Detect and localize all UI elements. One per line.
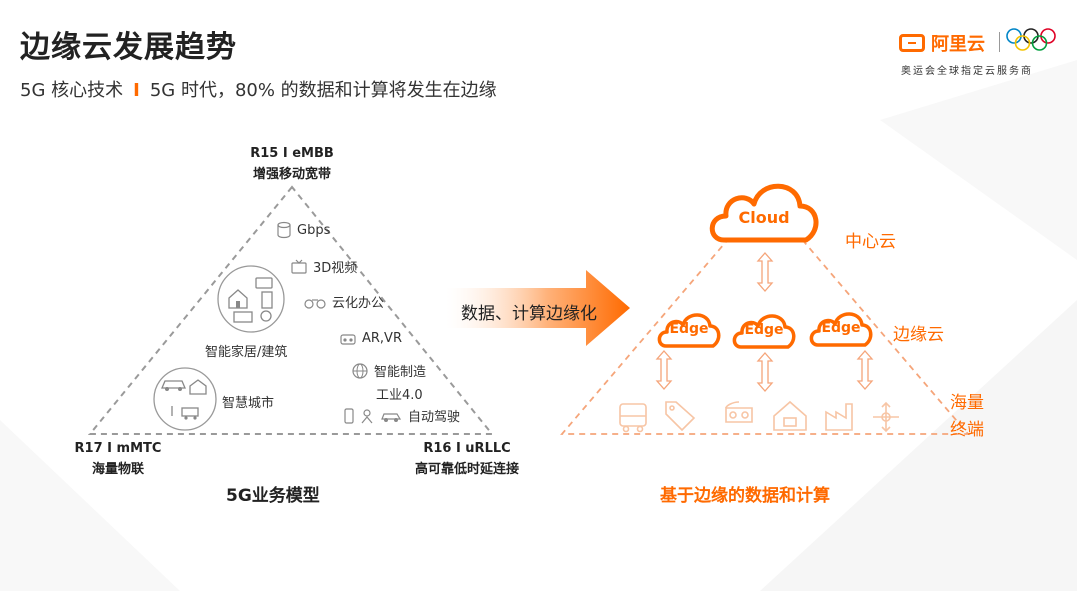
drone-icon xyxy=(873,401,899,433)
house-icon xyxy=(773,400,807,431)
feature-3d-video-label: 3D视频 xyxy=(313,261,358,276)
edge-label-3: Edge xyxy=(821,320,861,336)
feature-gbps-label: Gbps xyxy=(297,222,331,238)
edge-side-label: 边缘云 xyxy=(893,325,944,345)
subtitle-right: 5G 时代，80% 的数据和计算将发生在边缘 xyxy=(149,80,497,101)
logo-divider xyxy=(999,32,1000,52)
feature-cloud-office-label: 云化办公 xyxy=(332,296,385,311)
page-subtitle: 5G 核心技术 I 5G 时代，80% 的数据和计算将发生在边缘 xyxy=(20,76,497,102)
feature-cloud-office: 云化办公 xyxy=(304,292,384,311)
edge-label-1: Edge xyxy=(669,321,709,337)
feature-3d-video: 3D视频 xyxy=(291,257,357,276)
logo-brand: 阿里云 xyxy=(899,30,985,56)
left-diagram-caption: 5G业务模型 xyxy=(226,486,320,506)
aliyun-logo: 阿里云 奥运会全球指定云服务商 xyxy=(899,28,1059,78)
smart-home-label: 智能家居/建筑 xyxy=(205,345,288,360)
subtitle-left: 5G 核心技术 xyxy=(20,80,124,101)
office-icon xyxy=(304,298,326,309)
subtitle-separator: I xyxy=(133,80,140,101)
page-title: 边缘云发展趋势 xyxy=(20,30,237,65)
edge-shift-arrow xyxy=(446,270,630,346)
feature-smart-manufacturing-label: 智能制造 xyxy=(374,365,427,380)
feature-ar-vr: AR,VR xyxy=(340,331,402,346)
bus-icon xyxy=(619,403,647,433)
factory-icon xyxy=(825,403,853,431)
right-diagram-caption: 基于边缘的数据和计算 xyxy=(660,486,830,506)
edge-terminal-sync-icon-2 xyxy=(756,352,774,392)
logo-brand-text: 阿里云 xyxy=(931,34,985,55)
terminal-icons xyxy=(619,400,899,433)
vr-headset-icon xyxy=(340,333,356,345)
feature-industry-4-label: 工业4.0 xyxy=(376,388,423,403)
edge-cloud-icon-2 xyxy=(732,314,796,349)
cloud-edge-sync-icon xyxy=(756,252,774,292)
edge-terminal-sync-icon-3 xyxy=(856,350,874,390)
database-icon xyxy=(277,221,291,239)
phone-icon xyxy=(344,407,354,424)
smart-home-circle xyxy=(217,265,285,333)
tag-icon xyxy=(665,401,696,432)
tv-icon xyxy=(291,259,307,274)
vr-glasses-icon xyxy=(725,401,753,423)
right-vertex-label: R16 I uRLLC xyxy=(423,441,511,456)
feature-autonomous-driving-label: 自动驾驶 xyxy=(408,410,461,425)
robot-icon xyxy=(361,408,373,423)
edge-terminal-sync-icon-1 xyxy=(655,350,673,390)
edge-cloud-icon-1 xyxy=(657,313,721,348)
central-cloud-icon xyxy=(709,183,819,243)
edge-cloud-icon-3 xyxy=(809,312,873,347)
left-vertex-label: R17 I mMTC xyxy=(74,441,162,456)
left-vertex-sub: 海量物联 xyxy=(91,462,144,477)
cloud-side-label: 中心云 xyxy=(845,232,896,252)
arrow-label: 数据、计算边缘化 xyxy=(461,304,597,324)
smart-city-label: 智慧城市 xyxy=(222,396,275,411)
feature-smart-manufacturing: 智能制造 xyxy=(352,361,426,380)
top-vertex-sub: 增强移动宽带 xyxy=(252,167,331,182)
smart-city-circle xyxy=(153,367,217,431)
terminal-side-label-1: 海量 xyxy=(950,393,984,413)
car-icon xyxy=(381,412,402,422)
feature-gbps: Gbps xyxy=(277,221,331,239)
logo-tagline: 奥运会全球指定云服务商 xyxy=(901,66,1033,77)
feature-autonomous-driving: 自动驾驶 xyxy=(344,406,460,425)
aliyun-mark-icon xyxy=(899,34,925,52)
edge-label-2: Edge xyxy=(744,322,784,338)
olympic-rings-icon xyxy=(1006,28,1056,51)
terminal-side-label-2: 终端 xyxy=(950,420,984,440)
cloud-label: Cloud xyxy=(738,208,790,227)
feature-ar-vr-label: AR,VR xyxy=(362,331,402,346)
right-vertex-sub: 高可靠低时延连接 xyxy=(414,462,519,477)
top-vertex-label: R15 I eMBB xyxy=(250,146,334,161)
globe-icon xyxy=(352,362,368,379)
